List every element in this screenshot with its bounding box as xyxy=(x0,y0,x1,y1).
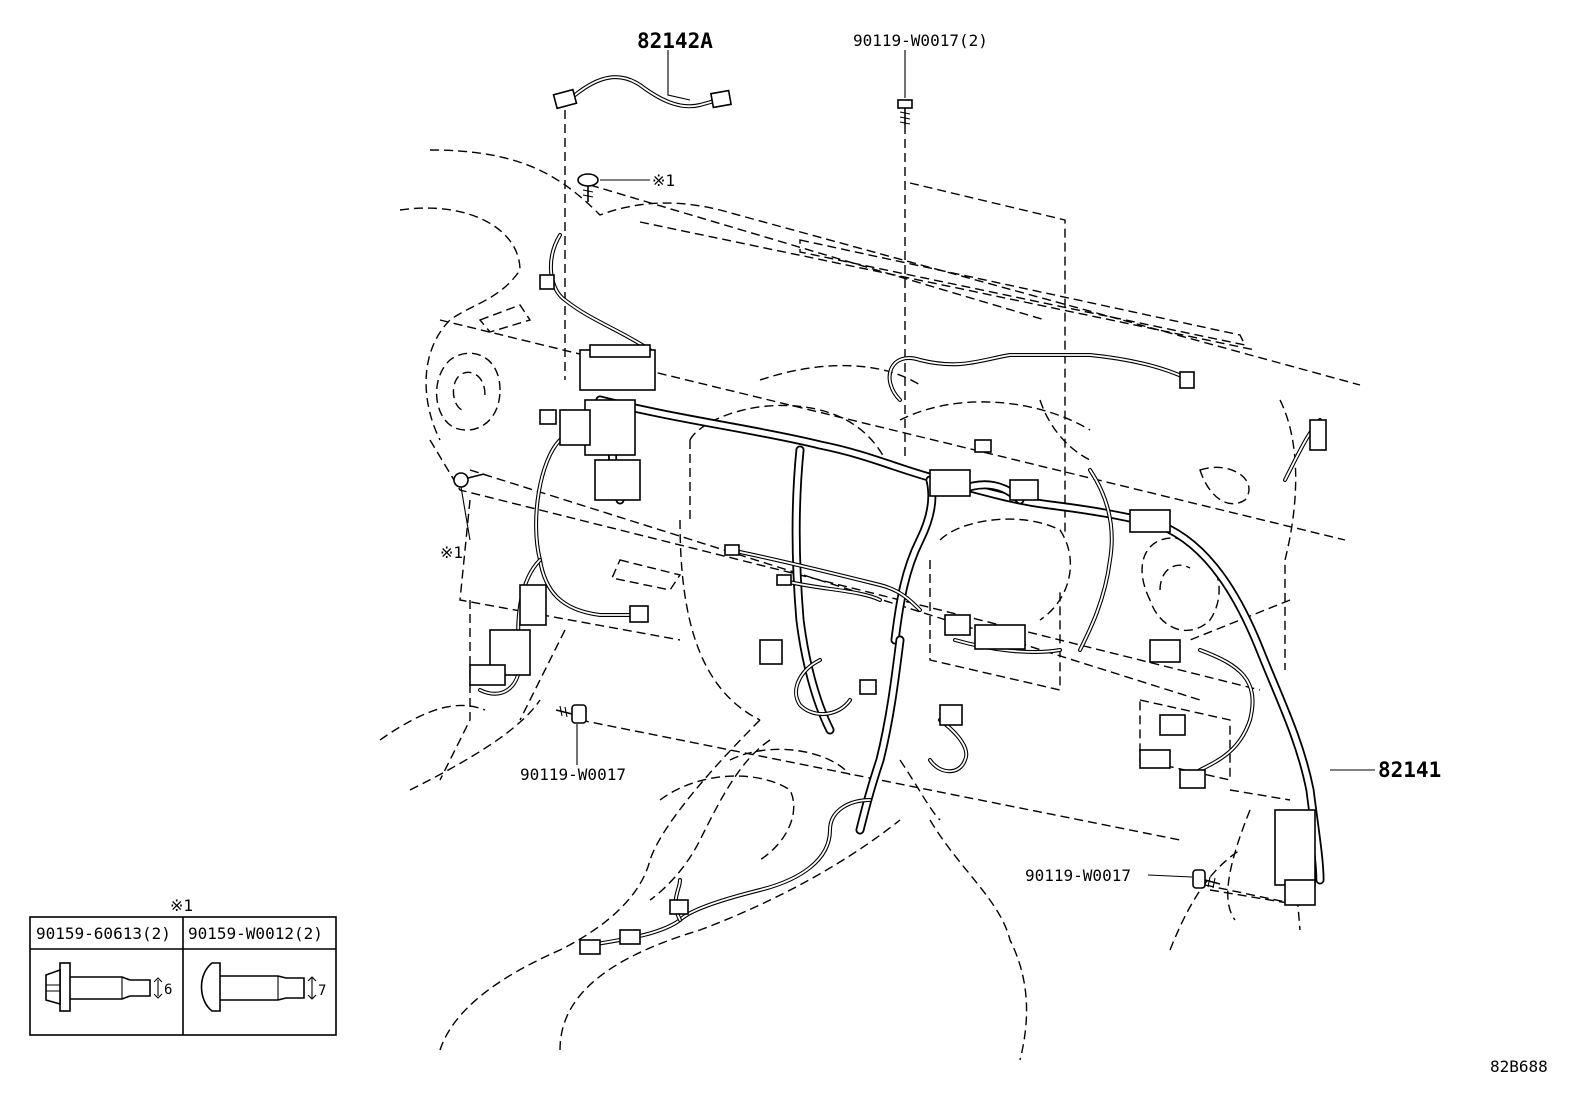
clip-icon-top xyxy=(577,173,599,202)
part-label-bolt-right: 90119-W0017 xyxy=(1025,866,1131,885)
leader-lines xyxy=(460,50,1375,878)
clip-note-left: ※1 xyxy=(440,543,463,562)
bolt-icon-right xyxy=(1192,869,1221,889)
clip-reference-table: ※1 90159-60613(2) 90159-W0012(2) 6 7 xyxy=(29,896,337,1036)
part-label-82141: 82141 xyxy=(1378,758,1441,782)
branch-wires xyxy=(478,233,1322,947)
bolt-icon-left xyxy=(555,704,587,724)
part-label-bolt-left: 90119-W0017 xyxy=(520,765,626,784)
bolt-icon-top xyxy=(897,99,913,125)
clip-note-top: ※1 xyxy=(652,171,675,190)
table-part-no-1: 90159-60613(2) xyxy=(36,924,171,943)
part-label-bolt-top: 90119-W0017(2) xyxy=(853,31,988,50)
instrument-panel-outline xyxy=(379,149,1361,1061)
table-part-no-2: 90159-W0012(2) xyxy=(188,924,323,943)
assembly-guide-lines xyxy=(469,110,1301,906)
dimension-2: 7 xyxy=(318,983,326,999)
clip-drawing-2: 7 xyxy=(200,962,326,1012)
table-note: ※1 xyxy=(170,896,193,915)
dimension-1: 6 xyxy=(164,982,172,998)
clip-drawing-1: 6 xyxy=(45,962,172,1012)
sub-harness-82142a xyxy=(552,75,733,110)
clip-icon-left xyxy=(453,472,485,488)
part-label-82142a: 82142A xyxy=(637,29,713,53)
connector-blocks xyxy=(469,274,1327,955)
illustration-code: 82B688 xyxy=(1490,1057,1548,1076)
